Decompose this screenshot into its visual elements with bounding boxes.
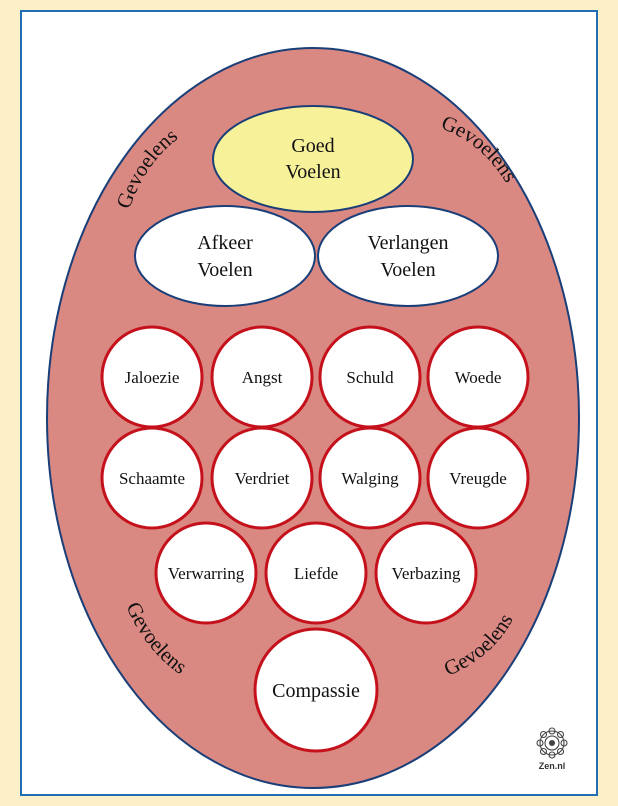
emotion-bubble-woede: Woede [426,325,530,429]
desire-feeling-line1: Verlangen [367,232,448,254]
aversion-feeling-line2: Voelen [197,259,252,281]
emotion-bubble-compassie: Compassie [253,627,379,753]
emotion-label: Schaamte [119,469,185,488]
aversion-feeling-oval: Afkeer Voelen [134,205,316,307]
emotion-label: Angst [242,368,283,387]
emotion-label: Woede [455,368,502,387]
good-feeling-line2: Voelen [285,161,340,183]
emotion-bubble-verdriet: Verdriet [210,426,314,530]
emotion-bubble-angst: Angst [210,325,314,429]
emotion-label: Compassie [272,680,360,702]
desire-feeling-oval: Verlangen Voelen [317,205,499,307]
zen-logo: Zen.nl [536,727,568,771]
emotion-label: Verdriet [235,469,290,488]
emotion-bubble-verwarring: Verwarring [154,521,258,625]
emotion-label: Verwarring [168,564,245,583]
emotion-label: Schuld [346,368,394,387]
emotion-bubble-liefde: Liefde [264,521,368,625]
emotion-bubble-jaloezie: Jaloezie [100,325,204,429]
emotion-bubble-schuld: Schuld [318,325,422,429]
emotion-label: Liefde [294,564,338,583]
good-feeling-oval: Goed Voelen [212,105,414,213]
emotion-bubble-walging: Walging [318,426,422,530]
emotion-label: Jaloezie [125,368,180,387]
emotion-bubbles: Jaloezie Angst Schuld Woede Schaamte Ver… [100,325,530,753]
good-feeling-line1: Goed [291,135,334,157]
aversion-feeling-line1: Afkeer [197,232,253,254]
emotion-bubble-verbazing: Verbazing [374,521,478,625]
emotion-bubble-vreugde: Vreugde [426,426,530,530]
desire-feeling-line2: Voelen [380,259,435,281]
emotion-bubble-schaamte: Schaamte [100,426,204,530]
emotion-label: Verbazing [392,564,461,583]
emotion-label: Vreugde [449,469,507,488]
emotion-label: Walging [341,469,399,488]
mandala-icon [536,727,568,759]
logo-text: Zen.nl [539,761,566,771]
